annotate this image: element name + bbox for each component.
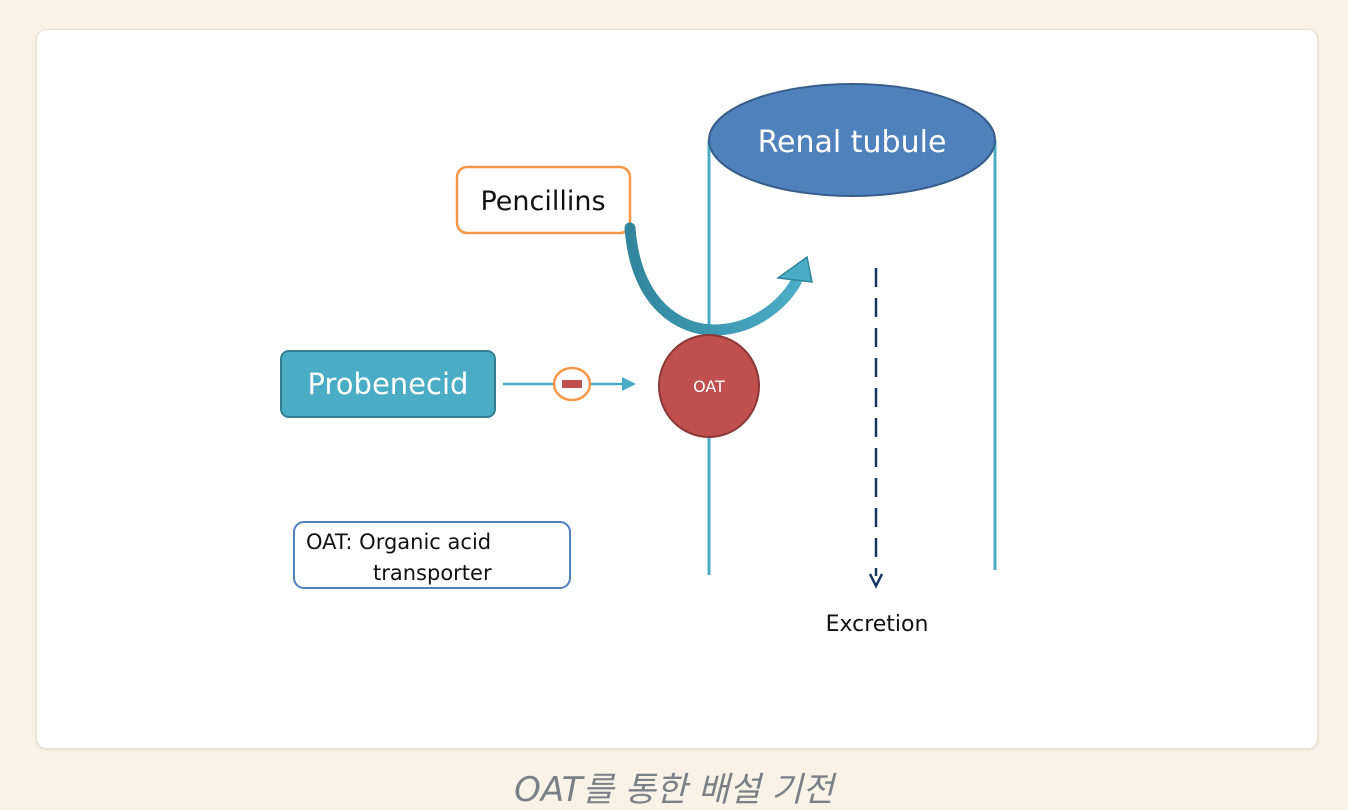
transport-curved-arrow: [624, 222, 813, 336]
oat-node: OAT: [658, 334, 760, 438]
probenecid-node: Probenecid: [280, 350, 496, 418]
renal-tubule-label: Renal tubule: [758, 125, 947, 160]
excretion-dashed-arrow: [868, 268, 884, 589]
inhibition-arrow: [503, 366, 636, 402]
figure-caption: OAT를 통한 배설 기전: [514, 770, 834, 810]
pencillins-label: Pencillins: [480, 186, 605, 217]
oat-legend: OAT: Organic acid transporter: [293, 521, 571, 589]
legend-line-2: transporter: [373, 561, 492, 585]
legend-line-1: OAT: Organic acid: [306, 530, 491, 554]
probenecid-label: Probenecid: [308, 367, 469, 401]
oat-label: OAT: [693, 377, 725, 396]
mechanism-diagram: Renal tubule Pencillins Probenecid OAT E…: [280, 83, 997, 637]
minus-inhibition-icon: [552, 366, 592, 402]
renal-tubule-node: Renal tubule: [708, 83, 996, 197]
excretion-label: Excretion: [826, 612, 929, 637]
pencillins-node: Pencillins: [455, 165, 632, 235]
